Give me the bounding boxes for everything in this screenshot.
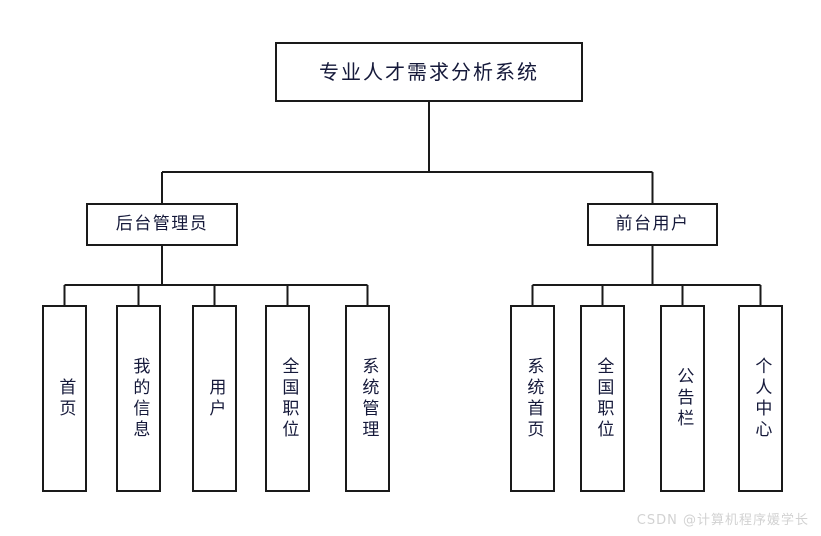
node-leaf-front-home[interactable]: 系统首页 <box>510 305 555 492</box>
node-leaf-front-personal-label: 个人中心 <box>751 356 772 441</box>
node-leaf-front-jobs[interactable]: 全国职位 <box>580 305 625 492</box>
node-leaf-admin-sysmgmt-label: 系统管理 <box>358 356 379 441</box>
node-leaf-admin-jobs-label: 全国职位 <box>278 356 299 441</box>
node-leaf-admin-user[interactable]: 用户 <box>192 305 237 492</box>
node-branch-frontend[interactable]: 前台用户 <box>587 203 718 246</box>
node-leaf-admin-sysmgmt[interactable]: 系统管理 <box>345 305 390 492</box>
node-leaf-front-notice[interactable]: 公告栏 <box>660 305 705 492</box>
node-leaf-admin-home[interactable]: 首页 <box>42 305 87 492</box>
node-root-label: 专业人才需求分析系统 <box>319 59 539 84</box>
node-leaf-admin-myinfo-label: 我的信息 <box>129 356 150 441</box>
node-leaf-front-personal[interactable]: 个人中心 <box>738 305 783 492</box>
node-branch-admin-label: 后台管理员 <box>115 214 209 235</box>
node-leaf-admin-jobs[interactable]: 全国职位 <box>265 305 310 492</box>
node-leaf-admin-home-label: 首页 <box>55 377 76 420</box>
node-leaf-admin-myinfo[interactable]: 我的信息 <box>116 305 161 492</box>
node-root[interactable]: 专业人才需求分析系统 <box>275 42 583 102</box>
node-leaf-front-notice-label: 公告栏 <box>673 367 694 430</box>
node-leaf-admin-user-label: 用户 <box>205 377 226 420</box>
node-leaf-front-jobs-label: 全国职位 <box>593 356 614 441</box>
node-branch-admin[interactable]: 后台管理员 <box>86 203 238 246</box>
watermark: CSDN @计算机程序媛学长 <box>636 513 809 528</box>
node-branch-frontend-label: 前台用户 <box>615 214 690 235</box>
node-leaf-front-home-label: 系统首页 <box>523 356 544 441</box>
